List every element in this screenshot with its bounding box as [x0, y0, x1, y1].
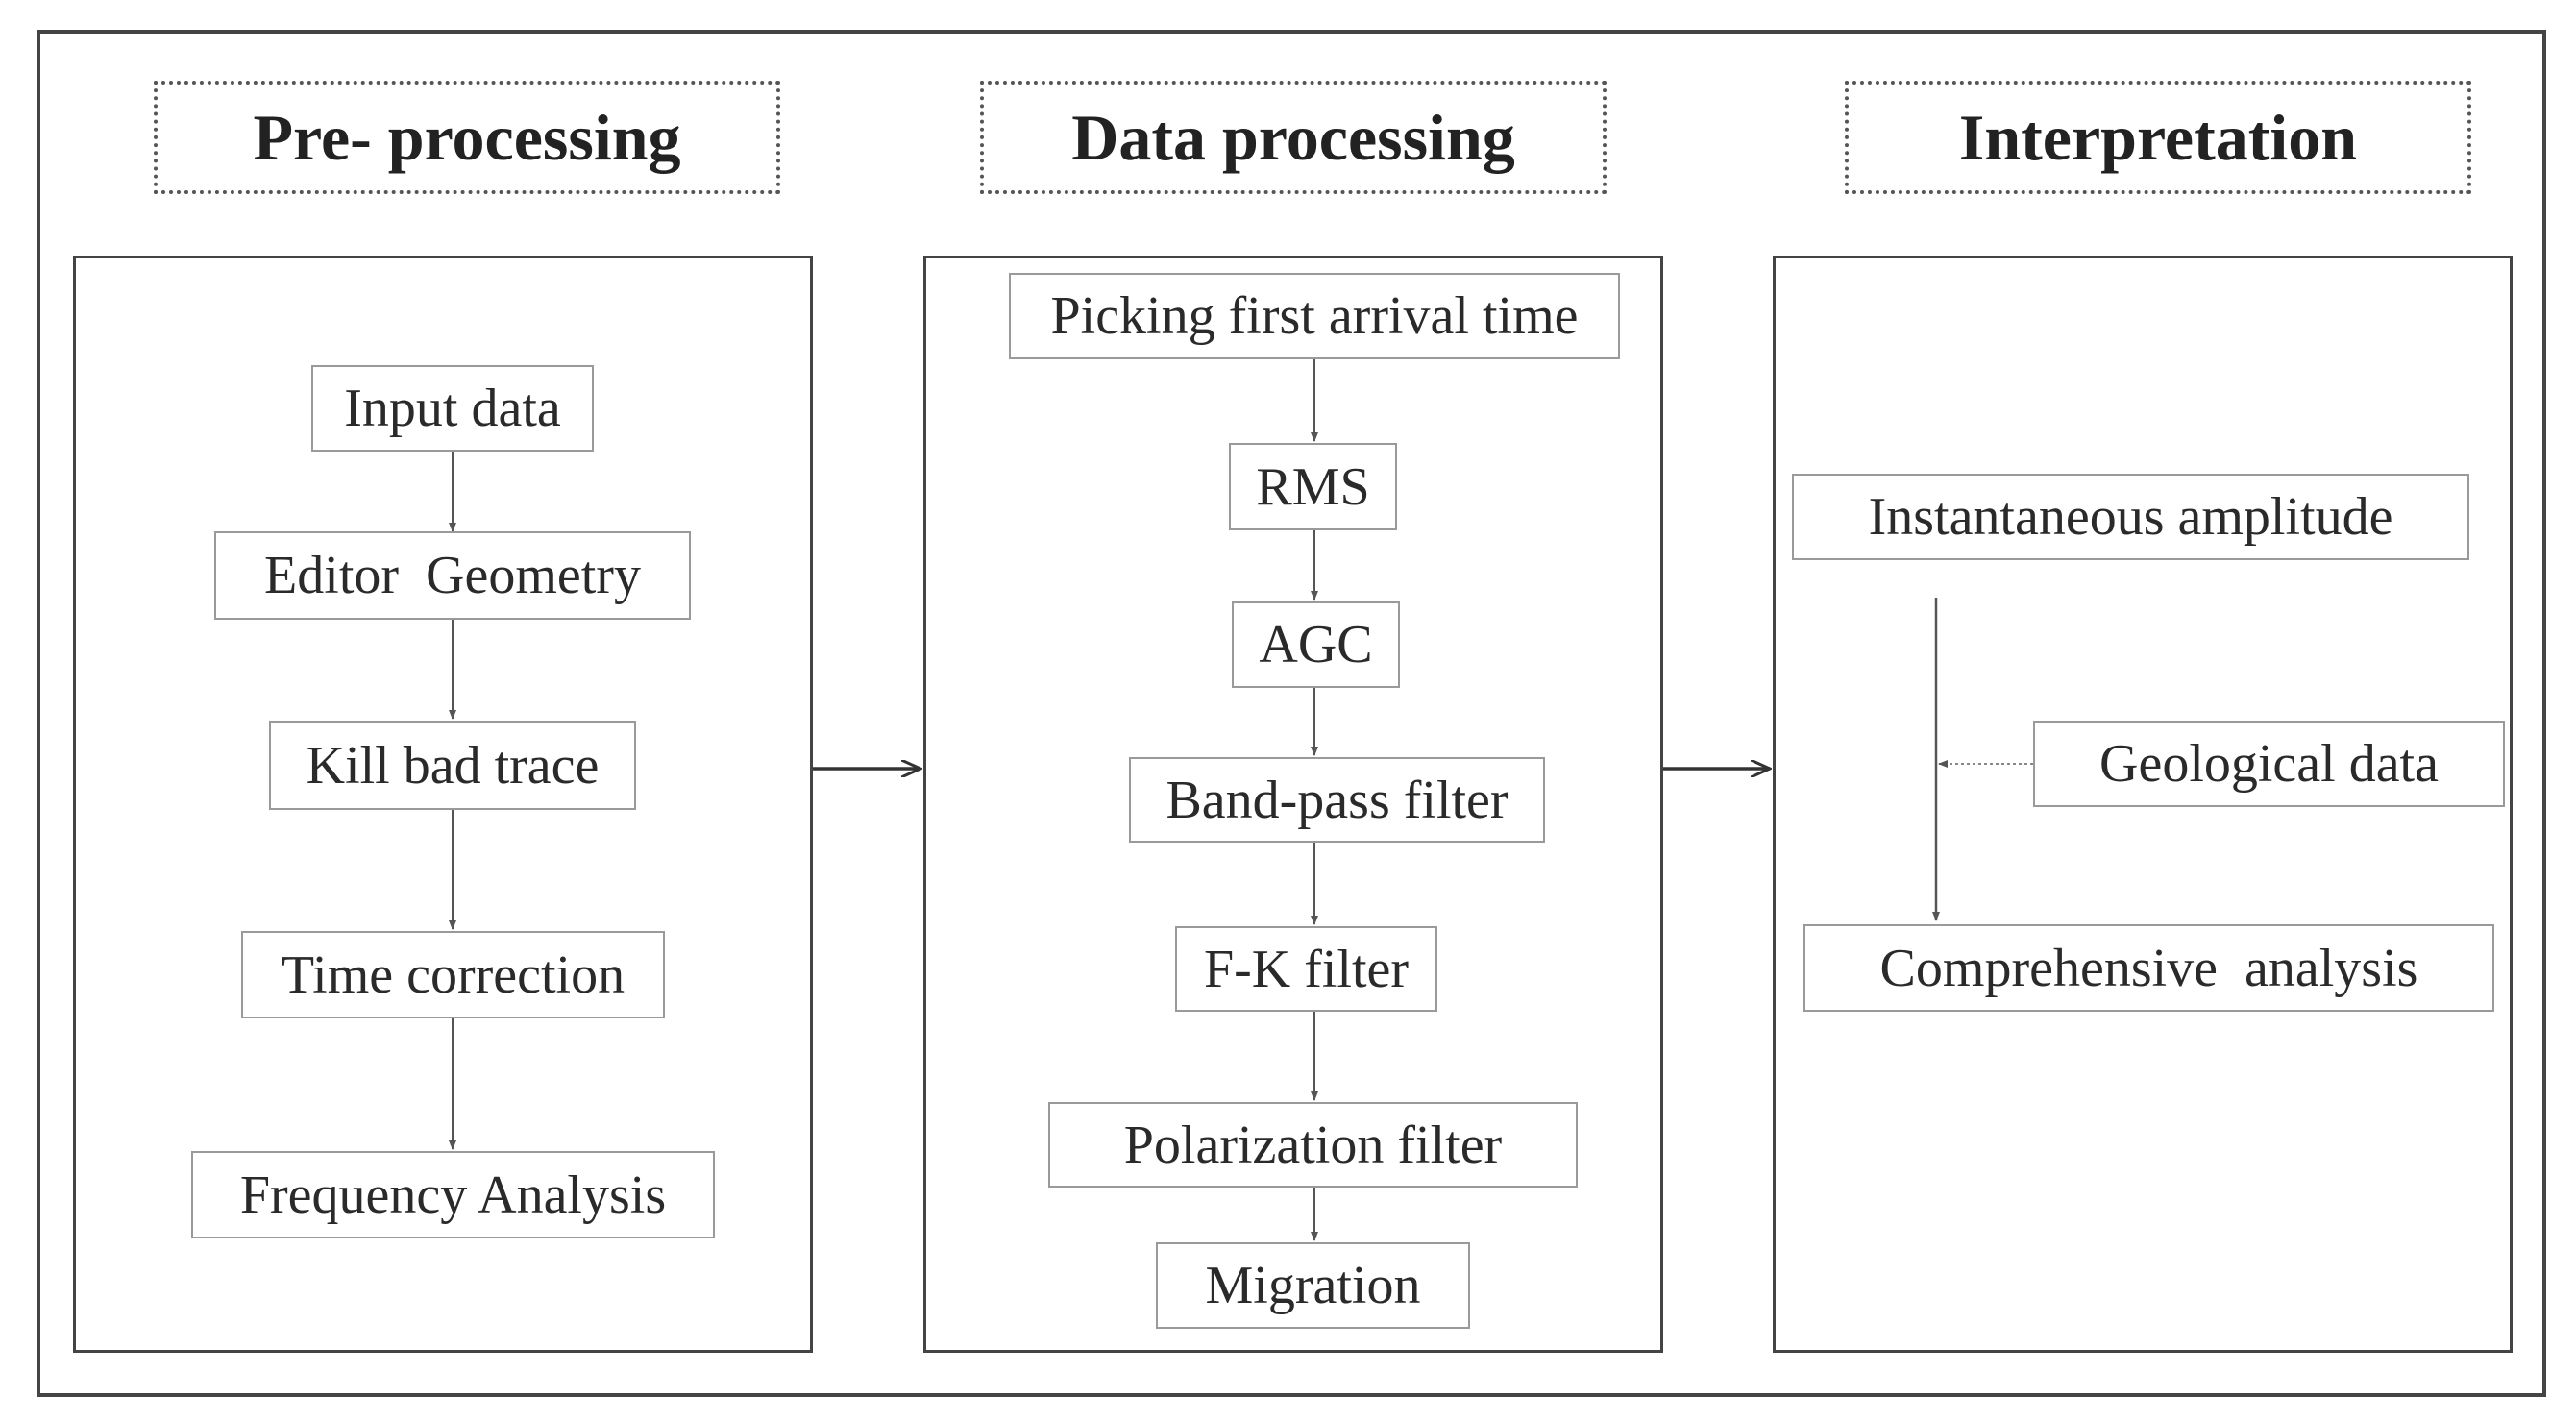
step-picking-first-arrival: Picking first arrival time [1009, 273, 1620, 359]
outer-frame [37, 30, 2546, 1397]
step-geological-data: Geological data [2033, 721, 2505, 807]
step-polarization-filter: Polarization filter [1048, 1102, 1578, 1188]
step-band-pass-filter: Band-pass filter [1129, 757, 1545, 843]
header-interpretation: Interpretation [1845, 81, 2471, 194]
step-fk-filter: F-K filter [1175, 926, 1437, 1012]
header-data-processing: Data processing [980, 81, 1607, 194]
step-frequency-analysis: Frequency Analysis [191, 1151, 715, 1238]
step-migration: Migration [1156, 1242, 1470, 1329]
step-agc: AGC [1232, 601, 1400, 688]
step-editor-geometry: Editor Geometry [214, 531, 691, 620]
step-instantaneous-amplitude: Instantaneous amplitude [1792, 474, 2469, 560]
step-comprehensive-analysis: Comprehensive analysis [1803, 924, 2494, 1012]
step-kill-bad-trace: Kill bad trace [269, 721, 636, 810]
header-preprocessing: Pre- processing [154, 81, 780, 194]
step-input-data: Input data [311, 365, 594, 452]
step-time-correction: Time correction [241, 931, 665, 1018]
step-rms: RMS [1229, 443, 1397, 530]
